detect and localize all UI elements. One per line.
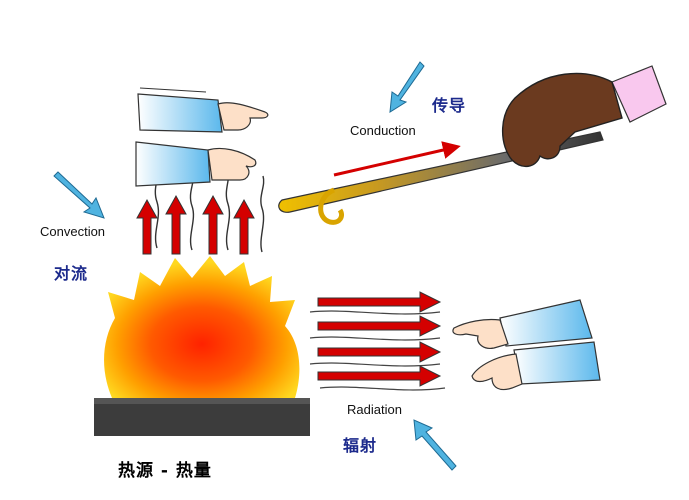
radiation-arrow [317,341,442,363]
convection-hand-upper [137,87,269,133]
conduction-pointer-arrow [389,61,425,113]
convection-label-en: Convection [40,224,106,239]
pointer-arrows [53,61,457,471]
convection-label-zh: 对流 [54,264,89,283]
convection-arrow [233,198,255,255]
radiation-hand-upper [452,299,593,349]
convection-pointer-arrow [53,171,105,219]
radiation-hand-lower [471,341,601,391]
radiation-waves [309,310,446,391]
radiation-arrows [317,291,442,387]
heat-source-base [94,398,310,436]
radiation-arrow [317,291,442,313]
convection-arrow [136,198,158,255]
conduction-heat-arrow [333,141,461,177]
radiation-arrow [317,315,442,337]
base-shadow [94,398,310,404]
radiation-arrow [317,365,442,387]
conduction-label-en: Conduction [350,123,416,138]
convection-arrow [165,194,187,255]
convection-arrows [136,194,255,255]
radiation-pointer-arrow [413,419,457,471]
conduction-label-zh: 传导 [432,96,467,115]
radiation-label-en: Radiation [347,402,402,417]
convection-arrow [202,194,224,255]
heat-source-label: 热源 - 热量 [118,461,212,481]
radiation-label-zh: 辐射 [343,436,378,455]
conduction-rod-hook [318,187,345,225]
convection-hand-lower [135,141,257,187]
flame [104,256,300,398]
conduction-hand [502,65,667,167]
